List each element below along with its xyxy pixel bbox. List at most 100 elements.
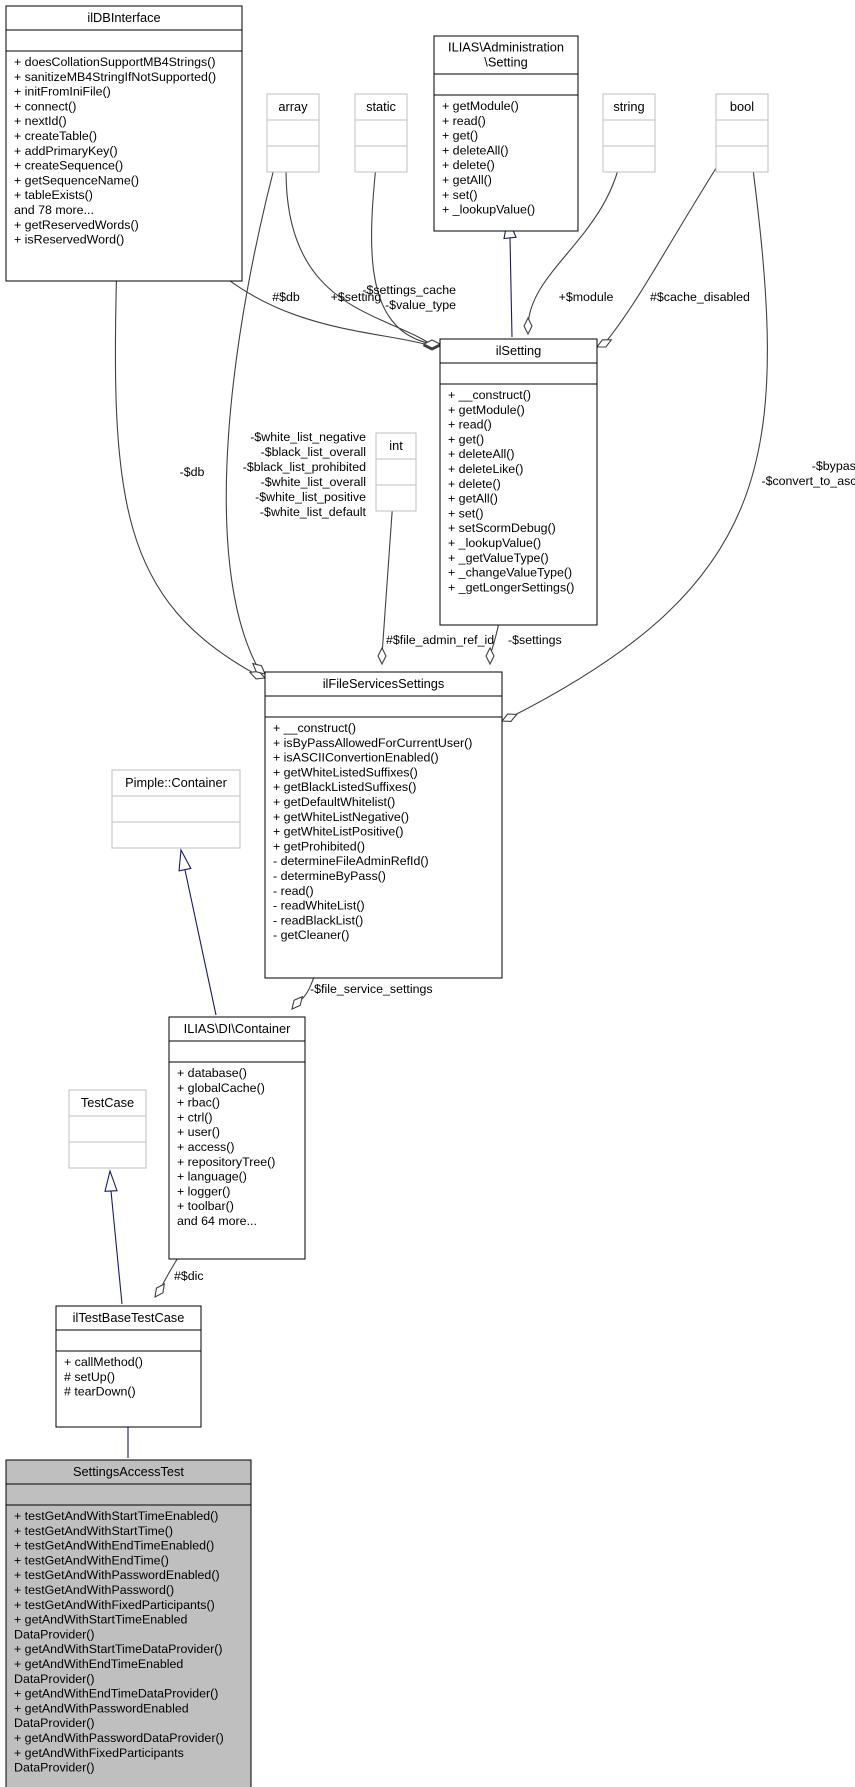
edge-line <box>114 257 258 676</box>
edge-line <box>202 257 433 347</box>
class-title-compartment <box>715 93 769 121</box>
class-title-compartment <box>602 93 656 121</box>
class-method: + testGetAndWithStartTime() <box>14 1524 173 1538</box>
class-box-ilSetting[interactable]: ilSetting+ __construct()+ getModule()+ r… <box>439 338 598 626</box>
class-method: DataProvider() <box>14 1627 95 1641</box>
class-method: + getAll() <box>442 173 492 187</box>
class-box-SettingsAccessTest[interactable]: SettingsAccessTest+ testGetAndWithStartT… <box>5 1459 252 1787</box>
edge-bool-files <box>500 145 768 722</box>
class-method: + _getValueType() <box>448 551 549 565</box>
class-method: - determineByPass() <box>273 869 386 883</box>
class-box-TestCase[interactable]: TestCase <box>68 1089 147 1169</box>
class-method: + testGetAndWithPasswordEnabled() <box>14 1568 220 1582</box>
edge-line <box>604 145 731 344</box>
class-method: + getAndWithPasswordEnabled <box>14 1701 189 1715</box>
edge-db-files <box>114 257 267 680</box>
class-attributes-compartment <box>5 29 243 52</box>
class-name: int <box>389 438 403 453</box>
class-name: ilDBInterface <box>87 10 160 25</box>
edge-static-setting <box>371 145 442 349</box>
class-name: static <box>366 99 396 114</box>
class-box-array[interactable]: array <box>266 93 320 173</box>
edge-label-bool-setting: #$cache_disabled <box>650 290 750 304</box>
edge-line <box>110 1190 123 1305</box>
class-method: + getAndWithStartTimeEnabled <box>14 1613 188 1627</box>
class-box-int[interactable]: int <box>375 432 417 512</box>
class-box-ilDBInterface[interactable]: ilDBInterface+ doesCollationSupportMB4St… <box>5 5 243 282</box>
edge-line <box>184 869 217 1016</box>
class-methods-compartment <box>266 145 320 173</box>
class-method: + deleteAll() <box>442 143 508 157</box>
class-method: + callMethod() <box>64 1355 143 1369</box>
edge-line <box>510 145 768 718</box>
class-method: + initFromIniFile() <box>14 85 111 99</box>
class-attributes-compartment <box>266 119 320 147</box>
edge-label-array-files: -$white_list_positive <box>255 490 366 504</box>
class-attributes-compartment <box>354 119 408 147</box>
class-methods-compartment <box>264 716 503 979</box>
class-box-bool[interactable]: bool <box>715 93 769 173</box>
class-name: TestCase <box>81 1095 134 1110</box>
class-attributes-compartment <box>55 1329 202 1352</box>
class-box-ILIAS_Administration_Setting[interactable]: ILIAS\Administration\Setting+ getModule(… <box>433 35 579 232</box>
class-method: and 64 more... <box>177 1214 257 1228</box>
class-methods-compartment <box>439 383 598 626</box>
class-method: + repositoryTree() <box>177 1155 275 1169</box>
edge-label-dic-base: #$dic <box>174 1269 204 1283</box>
edge-int-files <box>377 484 395 666</box>
class-method: + read() <box>442 114 486 128</box>
class-method: + getSequenceName() <box>14 173 139 187</box>
class-method: + tableExists() <box>14 188 93 202</box>
class-method: + deleteLike() <box>448 462 523 476</box>
class-title-compartment <box>55 1305 202 1331</box>
class-name: array <box>278 99 308 114</box>
class-method: + createTable() <box>14 129 97 143</box>
class-box-static[interactable]: static <box>354 93 408 173</box>
edge-line <box>371 145 433 345</box>
edge-string-setting <box>523 145 624 336</box>
class-title-compartment <box>433 35 579 75</box>
class-method: + getAndWithFixedParticipants <box>14 1746 184 1760</box>
edge-line <box>285 145 433 346</box>
class-box-Pimple_Container[interactable]: Pimple::Container <box>111 769 241 849</box>
edge-label-int-files: #$file_admin_ref_id <box>386 633 494 647</box>
class-method: + _lookupValue() <box>448 536 541 550</box>
class-method: - readBlackList() <box>273 913 363 927</box>
class-box-string[interactable]: string <box>602 93 656 173</box>
class-method: + sanitizeMB4StringIfNotSupported() <box>14 70 216 84</box>
aggregation-diamond <box>248 670 267 680</box>
class-title-compartment <box>266 93 320 121</box>
class-methods-compartment <box>5 50 243 282</box>
class-method: + _changeValueType() <box>448 566 572 580</box>
class-method: + getAndWithEndTimeDataProvider() <box>14 1687 218 1701</box>
edge-array-files <box>225 145 281 675</box>
class-methods-compartment <box>354 145 408 173</box>
edge-base-testcase <box>104 1169 123 1305</box>
class-title-compartment <box>68 1089 147 1117</box>
edge-line <box>527 145 624 327</box>
class-method: + getWhiteListedSuffixes() <box>273 765 418 779</box>
class-method: DataProvider() <box>14 1672 95 1686</box>
class-attributes-compartment <box>111 795 241 823</box>
edge-label-string-setting: +$module <box>559 290 614 304</box>
class-method: + database() <box>177 1066 247 1080</box>
edge-label-bool-files: -$bypass <box>812 459 855 473</box>
class-box-ilTestBaseTestCase[interactable]: ilTestBaseTestCase + callMethod()# setUp(… <box>55 1305 202 1428</box>
class-method: + getModule() <box>448 403 525 417</box>
edge-label-setting-files: -$settings <box>508 633 562 647</box>
class-method: + toolbar() <box>177 1199 234 1213</box>
class-method: + testGetAndWithEndTimeEnabled() <box>14 1539 214 1553</box>
class-method: + getReservedWords() <box>14 218 139 232</box>
edge-label-static-setting: -$value_type <box>385 298 456 312</box>
class-box-ilFileServicesSettings[interactable]: ilFileServicesSettings+ __construct()+ i… <box>264 671 503 979</box>
edge-line <box>509 237 513 338</box>
class-attributes-compartment <box>602 119 656 147</box>
class-box-ILIAS_DI_Container[interactable]: ILIAS\DI\Container+ database()+ globalCa… <box>168 1016 306 1260</box>
class-methods-compartment <box>375 484 417 512</box>
class-method: # setUp() <box>64 1370 115 1384</box>
class-method: + testGetAndWithPassword() <box>14 1583 174 1597</box>
class-name: bool <box>730 99 754 114</box>
class-name: ilTestBaseTestCase <box>73 1310 185 1325</box>
class-method: + createSequence() <box>14 159 123 173</box>
edge-label-array-files: -$white_list_overall <box>261 475 366 489</box>
